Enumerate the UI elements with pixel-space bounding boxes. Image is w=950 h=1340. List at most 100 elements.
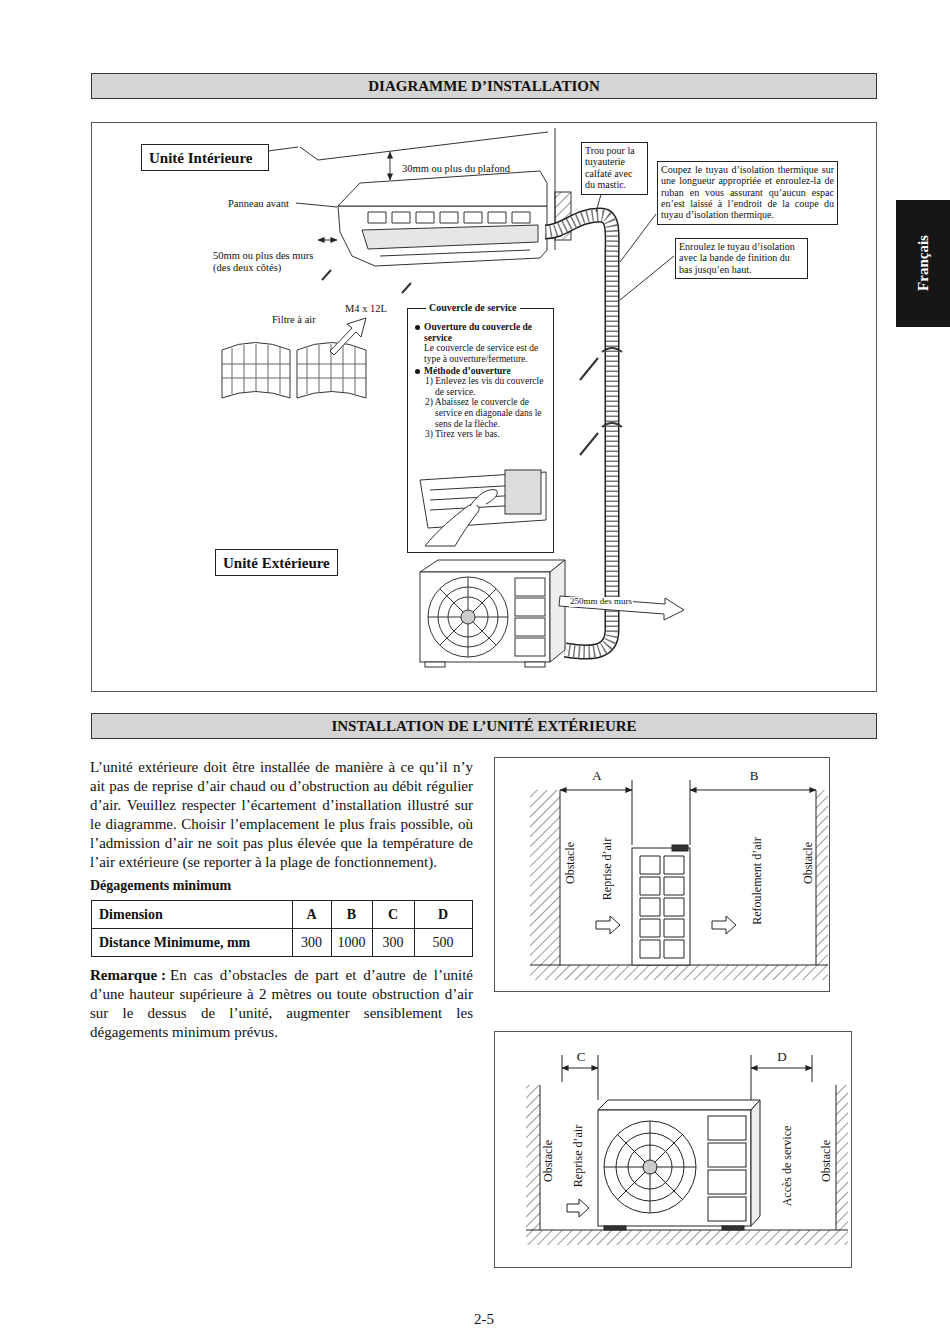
wall-face xyxy=(540,1085,541,1230)
body-paragraph: L’unité extérieure doit être installée d… xyxy=(90,758,473,872)
unit-cap xyxy=(672,845,688,851)
front-panel xyxy=(338,171,547,206)
unit-side xyxy=(751,1100,760,1226)
table-grid xyxy=(92,901,473,957)
hand xyxy=(425,504,479,546)
hollow-arrow xyxy=(567,1199,589,1217)
callout-text: Enroulez le tuyau d’isolation avec la ba… xyxy=(679,241,804,275)
hollow-arrow xyxy=(596,916,620,934)
outdoor-unit-side xyxy=(632,848,690,965)
clearance-label: Reprise d’air xyxy=(601,838,614,900)
table-cell: A xyxy=(292,900,331,928)
unit-label-box: Unité Intérieure xyxy=(141,144,269,171)
unit-side xyxy=(550,560,565,662)
floor xyxy=(530,965,828,980)
table-border xyxy=(92,901,473,957)
screw xyxy=(580,358,598,455)
clearance-label: Accès de service xyxy=(781,1126,794,1207)
diagram-label: Filtre à air xyxy=(272,314,316,326)
table-cell: D xyxy=(414,900,472,928)
instruction-text: 1) Enlevez les vis du couvercle de servi… xyxy=(413,376,549,397)
wall xyxy=(816,790,828,965)
unit-front xyxy=(598,1110,751,1226)
wall-face xyxy=(816,790,817,965)
diagram-label: 30mm ou plus du plafond xyxy=(402,163,510,175)
service-panel xyxy=(708,1170,746,1194)
diagram-label: 50mm ou plus des murs (des deux côtés) xyxy=(213,250,323,273)
service-panel xyxy=(708,1197,746,1221)
service-cover xyxy=(505,470,541,514)
table-cell: 500 xyxy=(414,928,472,956)
callout-text: Coupez le tuyau d’isolation thermique su… xyxy=(661,164,834,220)
vent-line xyxy=(380,250,530,256)
dimension-arrow xyxy=(751,1068,812,1069)
service-panel xyxy=(515,578,545,596)
wall xyxy=(530,790,560,965)
fan-grille xyxy=(428,577,508,657)
table-cell: 300 xyxy=(372,928,414,956)
callout-box: Trou pour la tuyauterie calfaté avec du … xyxy=(581,142,648,195)
floor xyxy=(526,1230,848,1245)
hollow-arrow xyxy=(330,318,366,355)
finger xyxy=(470,490,497,506)
wall-face xyxy=(560,790,561,965)
unit-foot xyxy=(425,662,445,667)
unit-front xyxy=(420,572,550,662)
unit-foot xyxy=(722,1226,744,1230)
leader-line xyxy=(296,203,337,207)
screw xyxy=(322,270,411,293)
dimension-arrow xyxy=(560,790,632,791)
indoor-unit-body xyxy=(338,206,547,266)
clearance-drawing-top xyxy=(530,780,828,980)
service-panel xyxy=(515,598,545,616)
table-cell: B xyxy=(331,900,372,928)
hollow-arrow xyxy=(712,916,736,934)
language-tab: Français xyxy=(896,200,950,327)
extension-line xyxy=(562,1055,812,1100)
filter-slots xyxy=(368,212,530,223)
section-heading: DIAGRAMME D’INSTALLATION xyxy=(368,78,600,95)
diagram-label: Panneau avant xyxy=(228,198,289,210)
pipe-clamp xyxy=(602,348,622,427)
page-number: 2-5 xyxy=(470,1310,498,1329)
unit-foot xyxy=(525,662,545,667)
table-cell: Distance Minimume, mm xyxy=(91,928,292,956)
service-panel xyxy=(708,1116,746,1140)
fan-guard xyxy=(604,1121,696,1213)
unit-label-box: Unité Extérieure xyxy=(215,549,338,576)
instruction-text: Le couvercle de service est de type à ou… xyxy=(413,343,549,364)
service-cover-box: Couvercle de serviceOuverture du couverc… xyxy=(407,308,554,553)
clearance-label: Refoulement d’air xyxy=(751,837,764,925)
table-rule xyxy=(92,901,473,957)
clearance-drawing-bottom xyxy=(526,1055,848,1245)
table-cell: Dimension xyxy=(91,900,292,928)
dimension-arrow xyxy=(562,1068,598,1069)
dimension-arrow xyxy=(690,790,816,791)
leader-line xyxy=(620,214,656,262)
clearance-label: Obstacle xyxy=(564,842,577,884)
leader-line xyxy=(268,147,298,151)
clearance-label: Obstacle xyxy=(820,1140,833,1182)
clearance-label: Reprise d’air xyxy=(572,1125,585,1187)
fan-hub xyxy=(461,610,475,624)
hollow-arrow xyxy=(559,596,684,620)
clearance-label: C xyxy=(577,1050,586,1064)
subheading: Dégagements minimum xyxy=(90,876,231,895)
fan-grille xyxy=(604,1121,696,1213)
clearance-label: Obstacle xyxy=(542,1140,555,1182)
instruction-text: Ouverture du couvercle de service xyxy=(413,322,549,343)
leader-line xyxy=(620,256,674,300)
callout-text: Trou pour la tuyauterie calfaté avec du … xyxy=(585,145,644,190)
filter-mesh xyxy=(222,344,366,394)
wall xyxy=(836,1085,848,1230)
dimension-arrow xyxy=(390,152,391,180)
instruction-text: Couvercle de service xyxy=(426,302,520,313)
unit-panels xyxy=(640,856,684,958)
language-label: Français xyxy=(916,235,931,291)
wall-face xyxy=(836,1085,837,1230)
table-cell: 300 xyxy=(292,928,331,956)
service-panel xyxy=(708,1143,746,1167)
dimension-arrow xyxy=(318,240,337,241)
clearance-label: Obstacle xyxy=(802,842,815,884)
